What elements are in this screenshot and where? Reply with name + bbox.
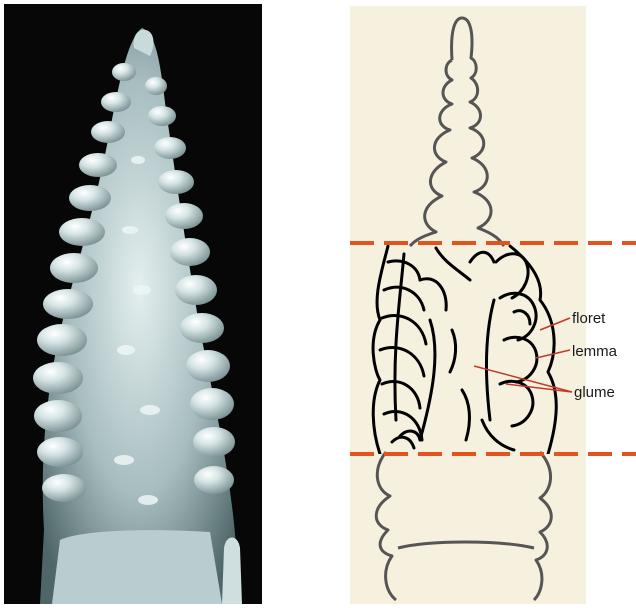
spike-base [52, 530, 222, 604]
floret-bud [193, 427, 235, 457]
floret-bud [148, 106, 176, 126]
highlight [122, 226, 138, 234]
floret-bud [186, 350, 230, 382]
floret-bud [190, 388, 234, 420]
label-floret: floret [572, 310, 606, 327]
floret-bud [154, 137, 186, 159]
floret-bud [69, 185, 111, 211]
highlight [117, 345, 135, 355]
floret-bud [37, 324, 87, 356]
label-glume: glume [574, 384, 615, 401]
floret-bud [42, 474, 86, 502]
floret-bud [170, 238, 210, 266]
floret-bud [59, 218, 105, 246]
floret-bud [112, 63, 136, 81]
floret-bud [34, 400, 82, 432]
floret-bud [158, 170, 194, 194]
spike-photo [4, 4, 262, 604]
highlight [133, 285, 151, 295]
highlight [131, 156, 145, 164]
floret-bud [175, 275, 217, 305]
floret-bud [43, 289, 93, 319]
floret-bud [180, 313, 224, 343]
label-lemma: lemma [572, 343, 618, 360]
floret-bud [194, 466, 234, 494]
floret-bud [37, 437, 83, 467]
stem-stub [222, 538, 242, 605]
floret-bud [165, 203, 203, 229]
spike-diagram: floret lemma glume [350, 6, 636, 604]
highlight [114, 455, 134, 465]
floret-bud [101, 92, 131, 112]
highlight [140, 405, 160, 415]
floret-bud [50, 253, 98, 283]
floret-bud [91, 121, 125, 143]
floret-bud [145, 77, 167, 95]
floret-bud [79, 153, 117, 177]
highlight [138, 495, 158, 505]
floret-bud [33, 362, 83, 394]
